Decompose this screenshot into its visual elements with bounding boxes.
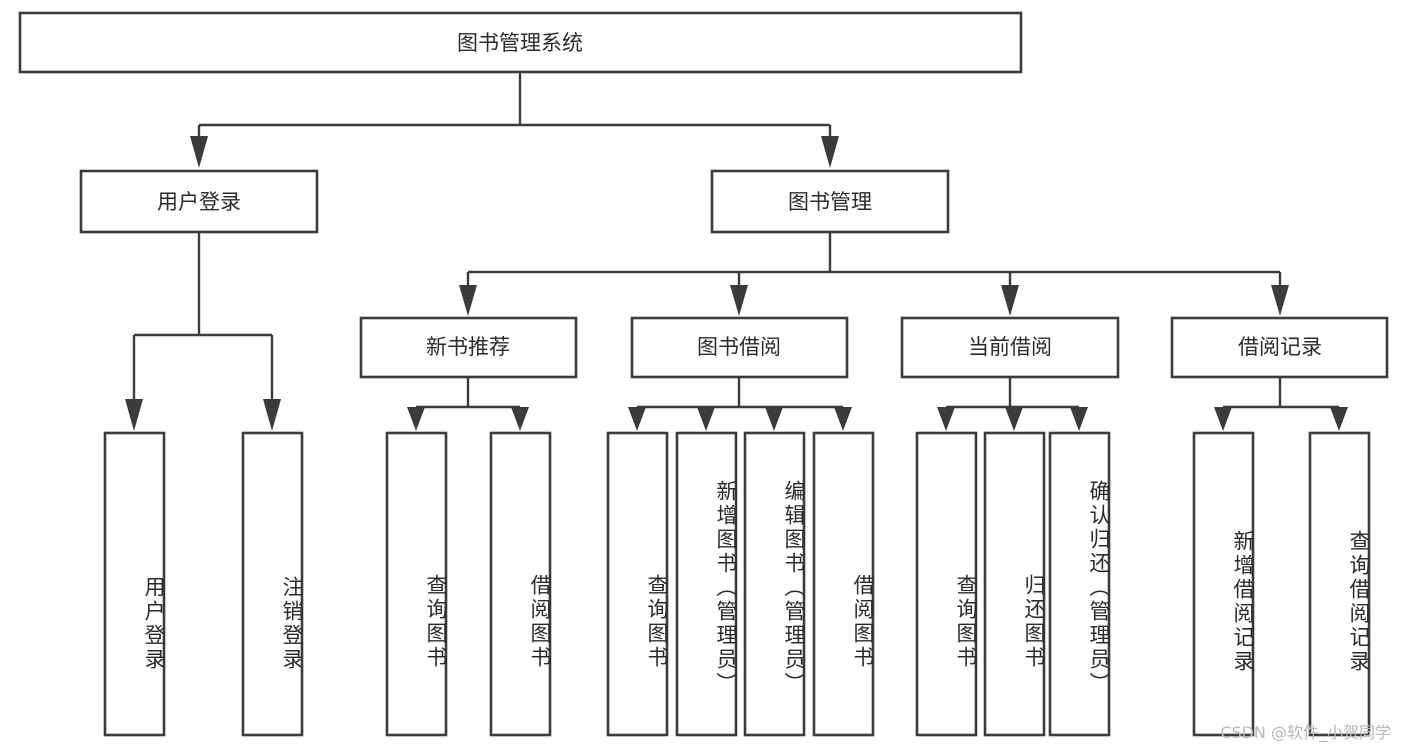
leaf-box-current-borrow-2[interactable]: [1048, 431, 1111, 737]
node-current-borrow-box[interactable]: [900, 316, 1120, 379]
arrow-head-leaf-cb-0: [937, 407, 955, 431]
node-current-borrow-label: 当前借阅: [968, 335, 1052, 359]
node-new-book-recommend[interactable]: 新书推荐: [359, 316, 578, 379]
node-user-login[interactable]: 用户登录: [79, 169, 319, 234]
arrow-head-l3-1: [730, 285, 748, 316]
arrow-head-leaf-bb-0: [628, 407, 646, 431]
arrow-head-leaf-bb-2: [765, 407, 783, 431]
connector-root-to-level2: [190, 72, 839, 168]
leaf-box-current-borrow-1[interactable]: [983, 431, 1046, 737]
node-book-borrow-label: 图书借阅: [697, 335, 781, 359]
arrow-head-leaf-nb-0: [407, 407, 425, 431]
arrow-head-leaf-br-0: [1214, 407, 1232, 431]
leaf-box-book-borrow-2[interactable]: [743, 431, 806, 737]
node-book-management[interactable]: 图书管理: [710, 169, 950, 234]
node-new-book-recommend-box[interactable]: [359, 316, 578, 379]
leaf-box-book-borrow-0[interactable]: [606, 431, 669, 737]
node-book-management-box[interactable]: [710, 169, 950, 234]
arrow-head-l3-0: [459, 285, 477, 316]
node-borrow-record-label: 借阅记录: [1238, 335, 1322, 359]
node-new-book-recommend-label: 新书推荐: [426, 335, 510, 359]
node-user-login-box[interactable]: [79, 169, 319, 234]
leaf-box-current-borrow-0[interactable]: [915, 431, 978, 737]
node-root-box[interactable]: [18, 11, 1023, 74]
arrow-head-l3-2: [1001, 285, 1019, 316]
node-root-label: 图书管理系统: [457, 31, 583, 55]
connector-user-login-to-leaves: [125, 232, 281, 431]
node-root[interactable]: 图书管理系统: [18, 11, 1023, 74]
connector-current-borrow-to-leaves: [937, 378, 1088, 431]
arrow-head-leaf-br-1: [1330, 407, 1348, 431]
leaf-box-new-book-1[interactable]: [489, 431, 552, 737]
arrow-head-leaf-nb-1: [511, 407, 529, 431]
arrow-head-book-mgmt: [821, 136, 839, 168]
leaf-box-user-login-0[interactable]: [103, 431, 166, 737]
leaf-box-borrow-record-0[interactable]: [1192, 431, 1255, 737]
arrow-head-leaf-ul-0: [125, 399, 143, 431]
node-book-borrow[interactable]: 图书借阅: [630, 316, 849, 379]
node-borrow-record-box[interactable]: [1170, 316, 1389, 379]
node-book-borrow-box[interactable]: [630, 316, 849, 379]
arrow-head-leaf-cb-1: [1005, 407, 1023, 431]
arrow-head-leaf-bb-3: [834, 407, 852, 431]
leaf-boxes: [103, 431, 1371, 737]
arrow-head-user-login: [190, 136, 208, 168]
arrow-head-leaf-ul-1: [263, 399, 281, 431]
leaf-box-borrow-record-1[interactable]: [1308, 431, 1371, 737]
connector-borrow-record-to-leaves: [1214, 378, 1348, 431]
connector-book-borrow-to-leaves: [628, 378, 852, 431]
node-user-login-label: 用户登录: [157, 190, 241, 214]
arrow-head-leaf-cb-2: [1070, 407, 1088, 431]
arrow-head-l3-3: [1271, 285, 1289, 316]
node-current-borrow[interactable]: 当前借阅: [900, 316, 1120, 379]
node-borrow-record[interactable]: 借阅记录: [1170, 316, 1389, 379]
leaf-box-user-login-1[interactable]: [241, 431, 304, 737]
leaf-box-new-book-0[interactable]: [385, 431, 448, 737]
arrow-head-leaf-bb-1: [697, 407, 715, 431]
leaf-box-book-borrow-1[interactable]: [675, 431, 738, 737]
leaf-box-book-borrow-3[interactable]: [812, 431, 875, 737]
connector-book-mgmt-to-level3: [459, 232, 1289, 316]
connector-new-book-to-leaves: [407, 378, 529, 431]
node-book-management-label: 图书管理: [788, 190, 872, 214]
csdn-watermark: CSDN @软件_小贺同学: [1220, 723, 1391, 742]
